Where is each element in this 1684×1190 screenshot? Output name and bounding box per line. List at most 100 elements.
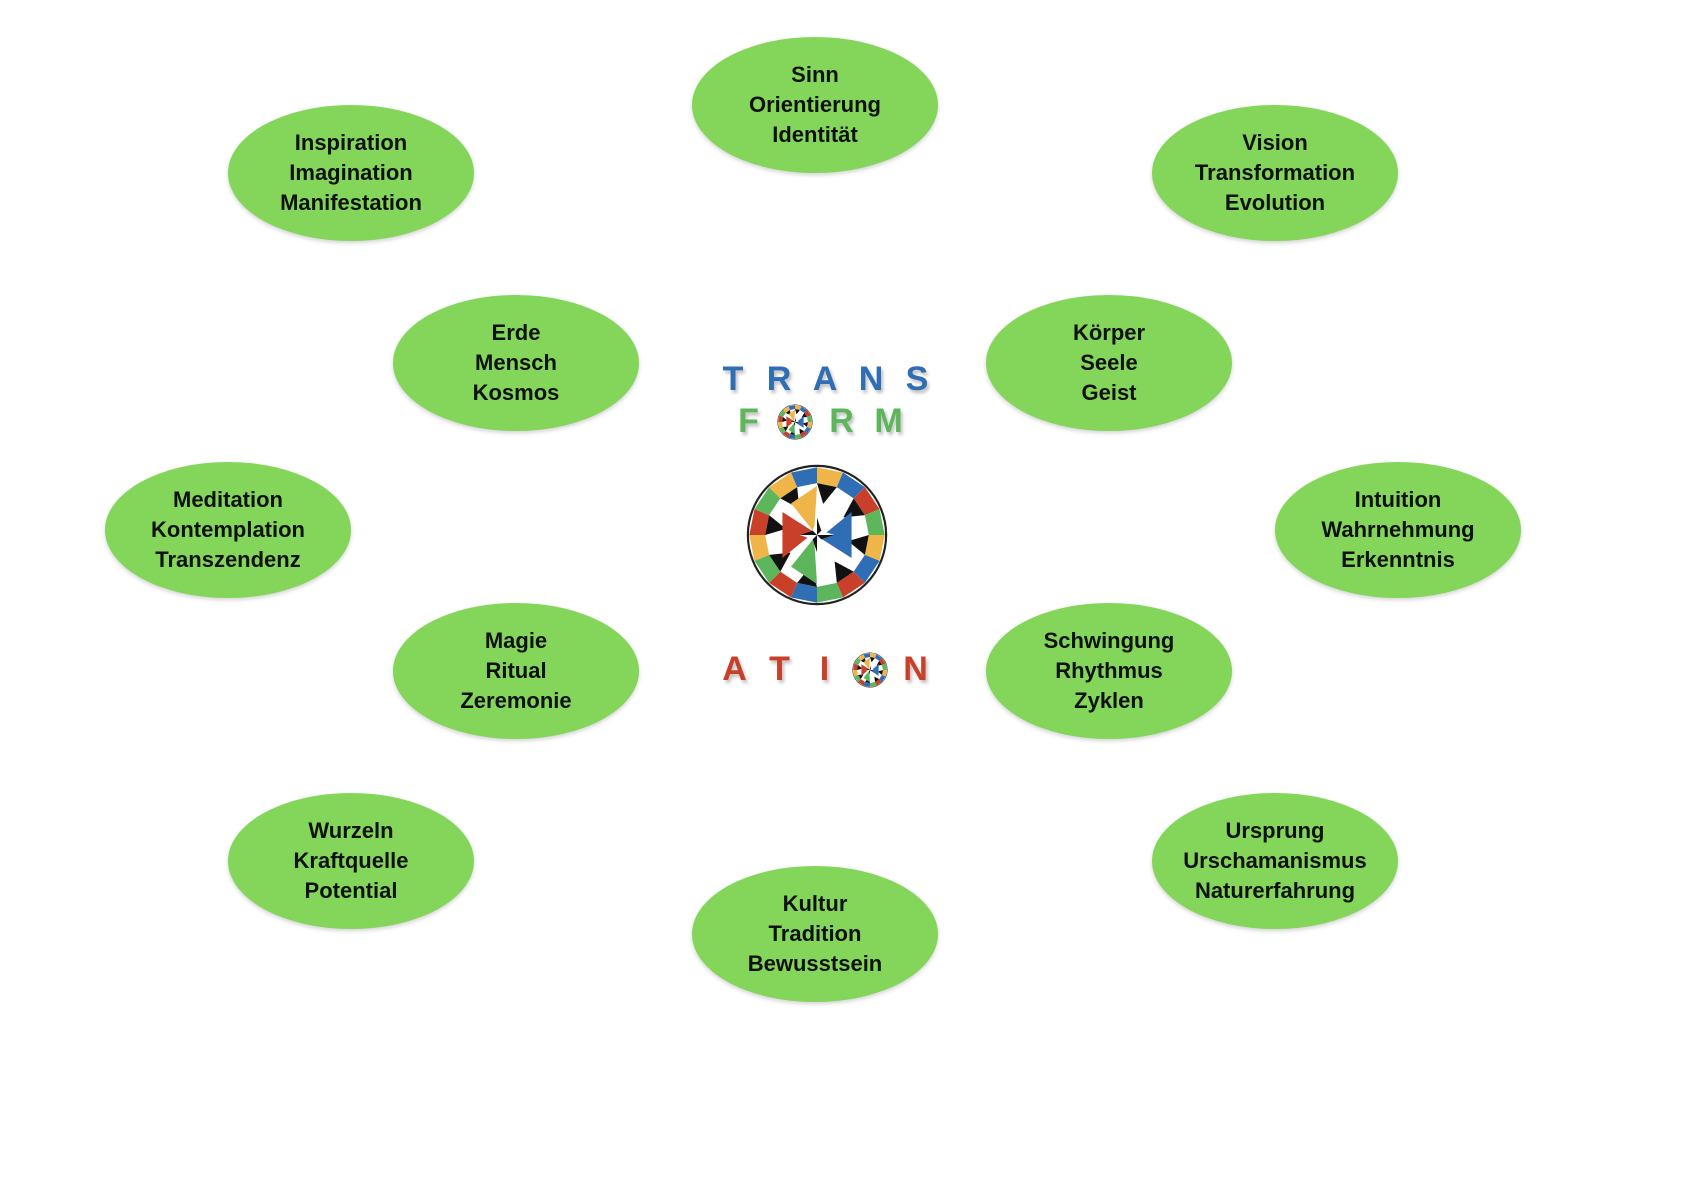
star-shade [870,665,872,670]
node-erde: Erde Mensch Kosmos [393,295,639,431]
red-triangle [861,664,870,676]
ring-segment [791,582,817,603]
ring-segment [754,487,781,516]
yellow-triangle [863,657,870,670]
logo-letter: S [905,360,929,398]
inner-segment [877,670,883,675]
inner-segment [765,515,786,535]
node-label: Orientierung [748,92,881,117]
node-label: Körper [1072,320,1146,345]
node-label: Erkenntnis [1341,547,1455,572]
blue-triangle [819,511,852,559]
logo-letter: I [819,650,830,688]
ring-segment [853,487,880,516]
ring-segment [779,426,786,434]
ring-segment [791,467,817,488]
green-triangle [791,537,817,584]
ring-segment [778,422,784,429]
ring-segment [795,433,802,439]
node-label: Sinn [791,62,839,87]
ring-segment [874,679,882,686]
inner-segment [848,535,869,555]
logo-letter: T [722,360,744,398]
node-label: Transzendenz [155,547,301,572]
star-shade [817,535,835,540]
ring-segment [870,653,877,659]
ring-segment [749,509,770,535]
ring-segment [853,670,859,677]
ring-segment [806,415,812,422]
star-shade [865,668,870,670]
yellow-triangle [791,486,817,533]
node-label: Kultur [782,891,848,916]
ring-segment [864,509,885,535]
green-triangle [788,422,795,435]
node-ursprung: Ursprung Urschamanismus Naturerfahrung [1152,793,1398,929]
ring-segment [870,681,877,687]
ring-segment [788,433,795,439]
inner-segment [782,417,788,422]
logo-letter: R [829,402,854,440]
node-schwingung: Schwingung Rhythmus Zyklen [986,603,1232,739]
logo-letter: R [766,360,792,398]
inner-segment [802,422,808,427]
node-label: Potential [304,878,398,903]
node-label: Schwingung [1043,628,1175,653]
node-kultur: Kultur Tradition Bewusstsein [692,866,938,1002]
node-label: Naturerfahrung [1194,878,1356,903]
ring-segment [853,663,859,670]
ring-segment [804,426,811,434]
inner-segment [874,676,880,682]
inner-segment [834,561,854,583]
logo-letter: A [722,650,747,688]
node-meditation: Meditation Kontemplation Transzendenz [105,462,351,598]
mandala-icon [852,652,888,688]
ring-segment [858,654,866,661]
ring-segment [817,467,843,488]
node-label: Kosmos [472,380,560,405]
ring-segment [799,431,807,438]
ring-segment [836,571,865,598]
inner-segment [801,412,807,418]
ring-segment [881,670,887,677]
ring-segment [879,674,886,682]
logo-word-form: F R M [725,402,912,441]
logo-letter: M [874,402,903,440]
yellow-triangle [788,409,795,422]
ring-segment [783,431,791,438]
star-shade [793,422,795,427]
logo-letter: A [812,360,838,398]
inner-segment [857,665,863,670]
ring-segment [795,405,802,411]
star-shade [799,530,817,535]
blue-triangle [870,664,879,676]
ring-segment [854,674,861,682]
node-magie: Magie Ritual Zeremonie [393,603,639,739]
ring-segment [778,415,784,422]
star-shade [868,670,870,675]
node-label: Meditation [173,487,283,512]
star-shade [795,422,800,424]
inner-segment [817,483,837,504]
star-shade [817,517,822,535]
inner-segment [870,657,875,663]
ring-segment [783,406,791,413]
red-triangle [782,511,815,559]
node-label: Intuition [1354,487,1442,512]
node-label: Manifestation [280,190,422,215]
mandala-emblem [746,464,888,606]
node-label: Wahrnehmung [1321,517,1475,542]
node-sinn: Sinn Orientierung Identität [692,37,938,173]
ring-segment [749,535,770,561]
ring-segment [863,653,870,659]
node-label: Inspiration [294,130,408,155]
ring-segment [853,554,880,583]
node-wurzeln: Wurzeln Kraftquelle Potential [228,793,474,929]
logo-word-trans: T R A N S [710,360,940,399]
logo-word-ation: A T I N [712,650,938,689]
node-label: Ritual [485,658,547,683]
logo-letter: N [903,650,928,688]
star-shade [795,417,797,422]
star-shade [870,670,875,672]
ring-segment [836,472,865,499]
